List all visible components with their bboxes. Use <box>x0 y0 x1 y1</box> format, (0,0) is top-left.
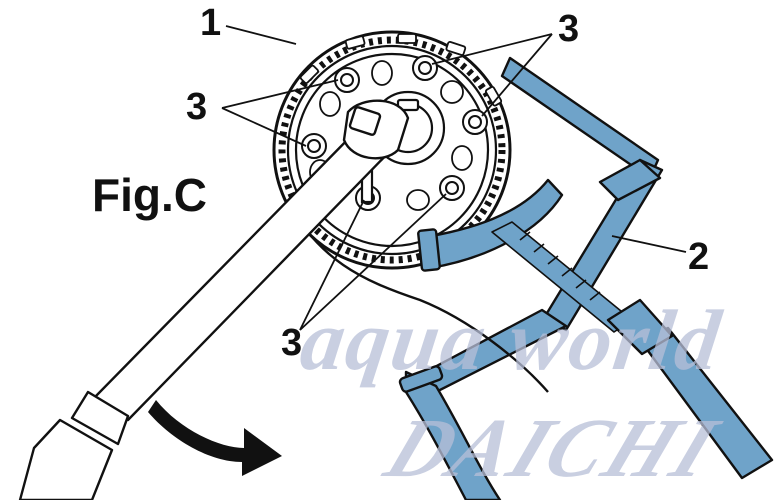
callout-1: 1 <box>200 2 222 44</box>
socket-wrench <box>18 99 410 500</box>
callout-3-left: 3 <box>186 86 208 128</box>
rotor-bolts <box>301 55 488 211</box>
rotation-arrow-icon <box>148 400 282 476</box>
callout-leaders <box>221 25 687 331</box>
watermark-line-2: DAICHI <box>373 402 733 495</box>
rim-slots <box>299 33 503 107</box>
callout-3-upper-right: 3 <box>558 8 580 50</box>
figure-title: Fig.C <box>92 169 207 221</box>
callout-2: 2 <box>688 236 710 278</box>
callout-3-lower: 3 <box>281 322 303 364</box>
sheave-holder-tool <box>398 56 774 500</box>
holder-strap <box>284 199 549 393</box>
watermark-line-1: aqua world <box>295 292 728 388</box>
